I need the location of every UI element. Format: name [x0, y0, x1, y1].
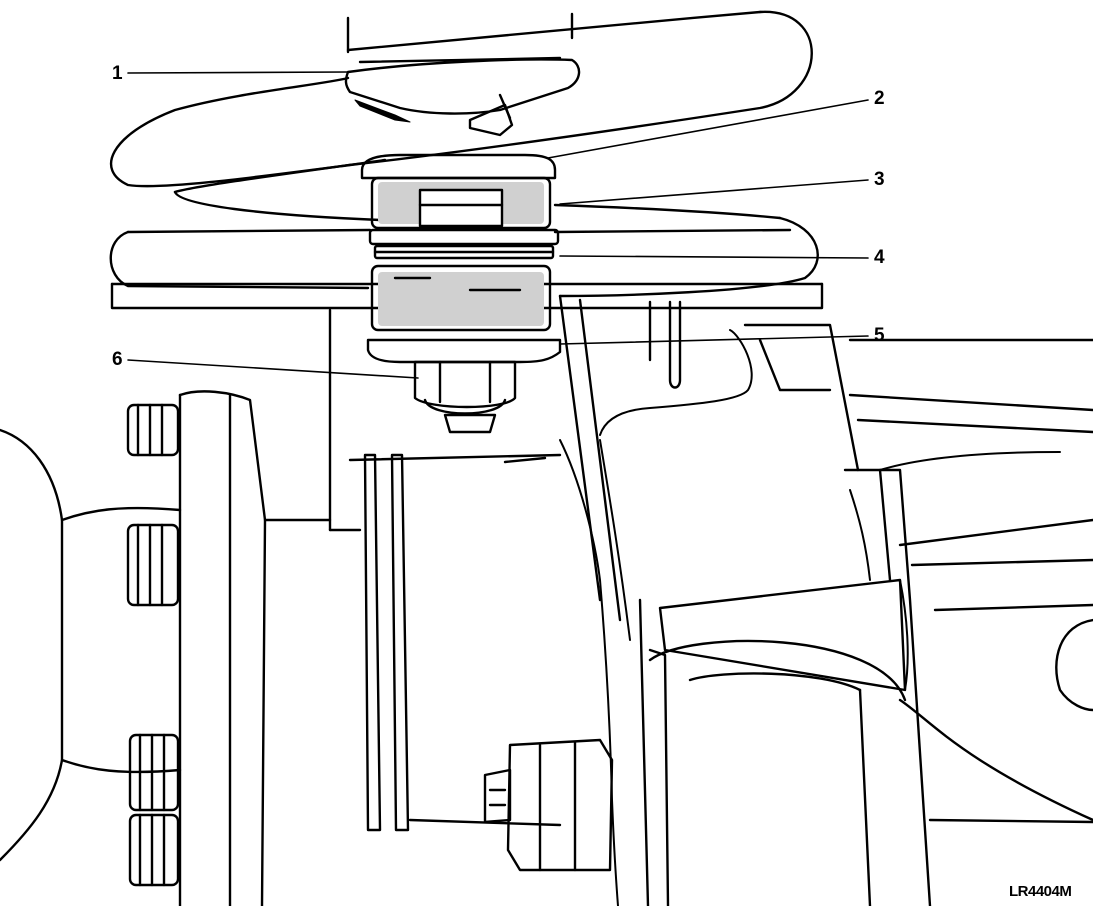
coil-spring: [109, 10, 824, 310]
callout-6: 6: [112, 349, 123, 370]
callout-1: 1: [112, 63, 123, 84]
callout-3: 3: [874, 169, 885, 190]
rubber-bush-assembly: [360, 153, 562, 364]
locknut: [413, 360, 517, 434]
flange-bolts: [126, 403, 180, 887]
weld-bead: [559, 329, 1061, 906]
callout-2: 2: [874, 88, 885, 109]
callout-leaders: [127, 71, 869, 379]
axle-housing: [0, 308, 562, 906]
chassis-bracket: [558, 294, 1093, 906]
spring-upper-seat: [344, 56, 581, 137]
lower-bolt-nut: [483, 738, 614, 872]
callout-5: 5: [874, 325, 885, 346]
figure-reference: LR4404M: [1009, 883, 1072, 900]
callout-4: 4: [874, 247, 885, 268]
